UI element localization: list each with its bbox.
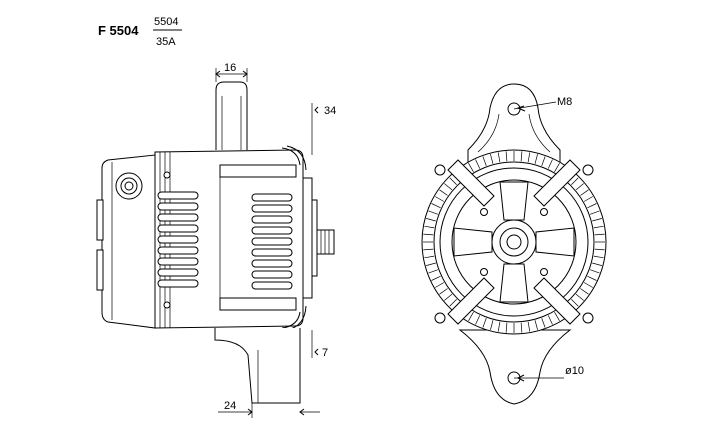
cooling-fin [571,299,579,307]
front-view [421,83,607,405]
lower-lug [214,328,301,404]
cooling-fin [554,163,560,173]
center-band-bottom [219,297,297,311]
upper-ear [467,83,561,166]
dim-bottom-width-label: 24 [224,400,236,412]
cooling-fin [587,203,597,209]
cooling-fin [541,317,546,328]
model-title: F 5504 [98,23,139,38]
dim-lower-hole-label: ø10 [565,365,584,377]
cooling-fin [505,322,508,333]
tie-bars [447,159,581,325]
cooling-fin [424,255,435,259]
cooling-fin [497,321,501,332]
rear-cooling-slots [157,191,199,288]
cooling-fin [527,321,531,332]
cooling-fin [594,248,605,251]
cooling-fin [482,156,487,167]
shaft-end [506,234,522,250]
dim-upper-hole-label: M8 [557,96,572,108]
cooling-fin [589,269,600,274]
cooling-fin [587,275,597,281]
part-number: 5504 [154,16,178,28]
cooling-fin [571,177,579,185]
cooling-fin [435,196,445,202]
cooling-fin [424,225,435,229]
dim-bottom-height: 7 [311,330,328,359]
rear-cover [101,154,156,329]
cooling-fin [475,159,481,169]
dim-bottom-height-label: 7 [322,347,328,359]
dim-top-height: 34 [311,103,336,155]
dim-bottom-width: 24 [218,400,320,418]
cooling-fin [423,248,434,251]
cooling-fin [444,183,453,191]
current-rating: 35A [156,36,176,48]
cooling-fin [423,233,434,236]
rotor-spokes [453,181,575,303]
cooling-fin [444,293,453,301]
dim-top-width: 16 [215,62,248,82]
cooling-fin [592,262,602,266]
center-band-top [219,164,297,178]
cooling-fin [583,282,593,288]
terminal-bolt [115,172,143,200]
cooling-fin [482,317,487,328]
cooling-fin [583,196,593,202]
cooling-fin [593,255,604,259]
cooling-fin [534,320,538,330]
cooling-fin [449,177,457,185]
cooling-fin [547,159,553,169]
cooling-fin [527,152,531,163]
cooling-fin [520,151,523,162]
cooling-fin [468,163,474,173]
cooling-fin [534,154,538,164]
front-cooling-slots [251,193,293,290]
dim-top-height-label: 34 [324,105,336,117]
cooling-fin [431,203,441,209]
cooling-fin [575,183,584,191]
cooling-fin [580,189,589,196]
dim-top-width-label: 16 [224,62,236,74]
cooling-fin [593,225,604,229]
cooling-fin [490,320,494,330]
header: F 5504 5504 35A [98,16,182,48]
cooling-fin [428,269,439,274]
dim-upper-hole: M8 [513,96,572,112]
side-view [96,81,335,404]
dim-lower-hole: ø10 [514,365,584,382]
upper-lug [215,81,248,150]
cooling-fin [589,210,600,215]
cooling-fin [554,311,560,321]
cooling-fin [431,275,441,281]
cooling-fin [435,282,445,288]
cooling-fin [575,293,584,301]
cooling-fin [505,151,508,162]
cooling-fin [426,218,436,222]
cooling-fin [490,154,494,164]
cooling-fin [520,322,523,333]
cooling-fin [541,156,546,167]
shaft [316,229,335,255]
lower-ear [458,329,572,405]
cooling-fin [592,218,602,222]
cooling-fin [594,233,605,236]
cooling-fin [426,262,436,266]
cooling-fin [497,152,501,163]
cooling-fin [428,210,439,215]
front-flange [302,177,313,299]
cooling-fin [580,288,589,295]
cooling-fin [468,311,474,321]
cooling-fin [547,315,553,325]
cooling-fin [439,288,448,295]
cooling-fin [475,315,481,325]
cooling-fin [449,299,457,307]
cooling-fin [439,189,448,196]
